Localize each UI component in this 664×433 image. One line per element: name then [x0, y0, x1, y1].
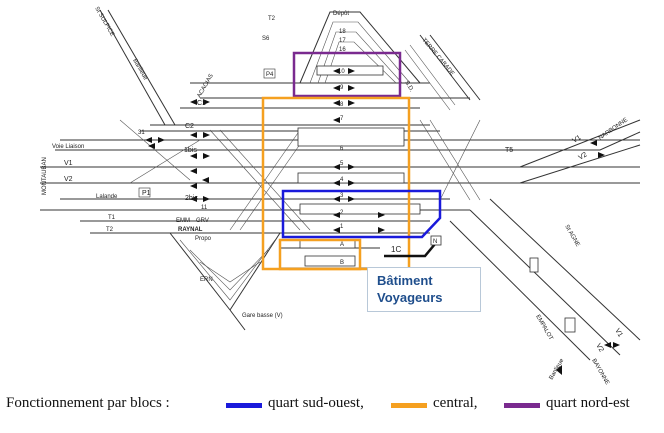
label-narbonne: NARBONNE [598, 117, 629, 141]
label-terre-cabade: TERRE CABADE [420, 37, 455, 77]
label-c2: C2 [185, 123, 194, 130]
callout-text: Bâtiment Voyageurs [377, 272, 477, 306]
label-raynal: RAYNAL [178, 227, 203, 233]
label-st-agne: St AGNE [563, 224, 580, 248]
label-v1-bottom: V1 [613, 328, 623, 339]
legend-item-central: central, [433, 395, 478, 411]
label-v2-left: V2 [64, 176, 73, 183]
label-c1: C1 [197, 100, 206, 107]
legend: Fonctionnement par blocs : quart sud-oue… [6, 393, 661, 417]
label-montauban: MONTAUBAN [42, 157, 48, 195]
label-track-16: 16 [339, 47, 346, 53]
block-quart-sud-ouest [281, 189, 442, 239]
label-track-5: 5 [340, 161, 344, 167]
label-v2-right: V2 [578, 151, 589, 161]
label-p1: P1 [142, 190, 151, 197]
label-banlieue-bottom: Banlieue [549, 357, 566, 381]
legend-item-sud-ouest: quart sud-ouest, [268, 395, 364, 411]
legend-item-nord-est: quart nord-est [546, 395, 630, 411]
label-depot: Dépôt [333, 11, 349, 17]
label-sd: S.D. [403, 80, 414, 93]
label-track-2: 2 [340, 210, 344, 216]
block-central-extension [278, 238, 362, 271]
label-track-3: 3 [340, 193, 344, 199]
label-track-b: B [340, 260, 344, 266]
label-n5: N [433, 239, 437, 245]
signal-arrows [145, 68, 620, 375]
label-acacias: ACACIAS [197, 73, 215, 99]
label-ern: ERN [200, 277, 213, 283]
label-track-10: 10 [338, 69, 345, 75]
label-track-1: 1 [340, 224, 344, 230]
label-bayonne: BAYONNE [590, 358, 610, 386]
label-track-18: 18 [339, 29, 346, 35]
legend-swatch-nord-est [504, 403, 540, 408]
label-track-11: 11 [201, 205, 208, 211]
label-emm: EMM [176, 218, 190, 224]
label-track-6: 6 [340, 146, 344, 152]
label-track-4: 4 [340, 177, 344, 183]
label-1bis: 1bis [184, 147, 197, 154]
label-gare-basse: Gare basse (V) [242, 313, 283, 319]
signal-n-box [430, 235, 442, 246]
label-2bis: 2bis [185, 195, 198, 202]
track-lines [40, 9, 641, 361]
label-track-31: 31 [138, 130, 145, 136]
label-v1-left: V1 [64, 160, 73, 167]
label-s6: S6 [262, 36, 270, 42]
label-track-17: 17 [339, 38, 346, 44]
legend-intro: Fonctionnement par blocs : [6, 395, 170, 411]
label-voie-liaison: Voie Liaison [52, 144, 84, 150]
label-track-8: 8 [340, 102, 344, 108]
block-quart-nord-est [292, 51, 402, 98]
label-t2: T2 [268, 16, 276, 22]
callout-line-1: Bâtiment [377, 273, 433, 288]
label-propo: Propo [195, 236, 212, 242]
label-v2-bottom: V2 [594, 343, 604, 354]
legend-swatch-central [391, 403, 427, 408]
label-lalande: Lalande [96, 194, 118, 200]
label-t1: T1 [108, 215, 116, 221]
callout-line-2: Voyageurs [377, 290, 443, 305]
label-p4: P4 [266, 72, 274, 78]
legend-swatch-sud-ouest [226, 403, 262, 408]
label-track-9: 9 [340, 85, 344, 91]
label-track-7: 7 [340, 116, 344, 122]
label-empalot: EMPALOT [534, 314, 553, 342]
label-t5: T5 [505, 147, 513, 154]
label-st-sulpice: St SULPICE [93, 6, 115, 38]
label-t2-left: T2 [106, 227, 114, 233]
label-1c: 1C [391, 245, 401, 254]
label-track-a: A [340, 242, 344, 248]
label-grv: GRV [196, 218, 209, 224]
label-v1-right: V1 [572, 134, 583, 144]
batiment-voyageurs-callout: Bâtiment Voyageurs [367, 267, 481, 312]
